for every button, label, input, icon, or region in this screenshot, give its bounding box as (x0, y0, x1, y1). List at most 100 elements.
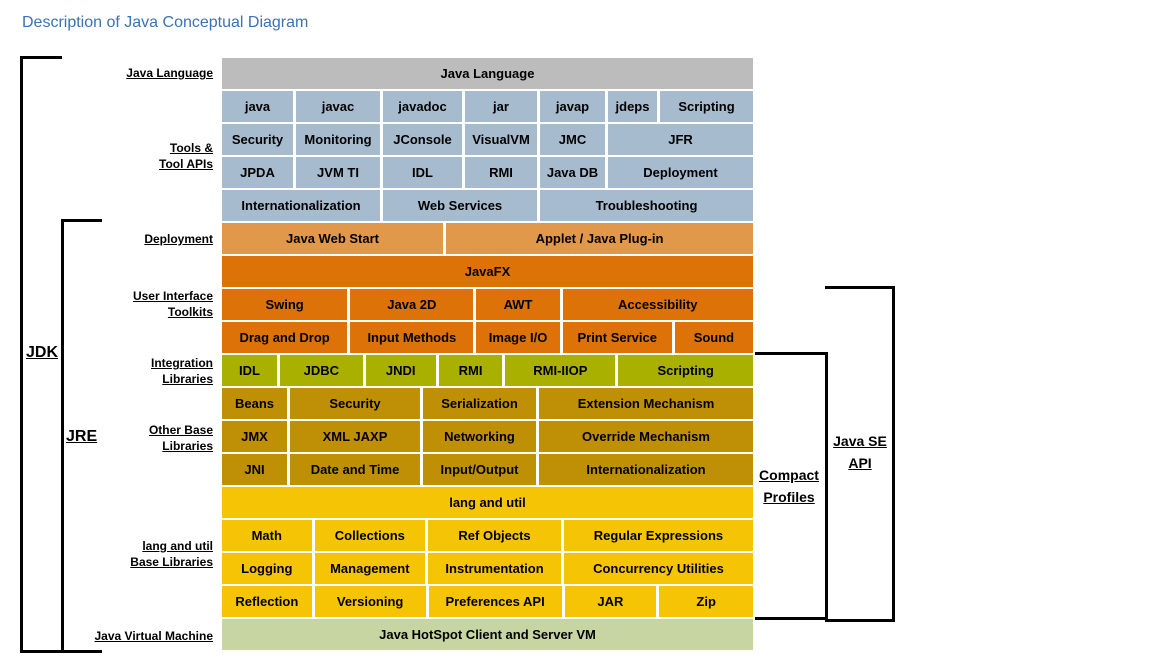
cell-jni[interactable]: JNI (222, 454, 287, 485)
cell-security[interactable]: Security (222, 124, 293, 155)
cell-awt[interactable]: AWT (476, 289, 560, 320)
cell-javac[interactable]: javac (296, 91, 380, 122)
cell-reflection[interactable]: Reflection (222, 586, 312, 617)
cell-preferences-api[interactable]: Preferences API (428, 586, 562, 617)
cell-jfr[interactable]: JFR (608, 124, 753, 155)
cell-swing[interactable]: Swing (222, 289, 348, 320)
cell-accessibility[interactable]: Accessibility (562, 289, 753, 320)
cell-jar[interactable]: JAR (564, 586, 657, 617)
cell-java-language[interactable]: Java Language (222, 58, 753, 89)
cell-internationalization[interactable]: Internationalization (539, 454, 753, 485)
cell-logging[interactable]: Logging (222, 553, 312, 584)
cell-javafx[interactable]: JavaFX (222, 256, 753, 287)
label-java-virtual-machine[interactable]: Java Virtual Machine (94, 629, 214, 643)
cell-jndi[interactable]: JNDI (365, 355, 436, 386)
jdk-bracket-vertical (20, 56, 23, 653)
cell-image-i-o[interactable]: Image I/O (476, 322, 560, 353)
cell-jvm-ti[interactable]: JVM TI (296, 157, 380, 188)
cell-date-and-time[interactable]: Date and Time (290, 454, 420, 485)
jre-bracket-vertical (61, 219, 64, 653)
cell-java[interactable]: java (222, 91, 293, 122)
cell-concurrency-utilities[interactable]: Concurrency Utilities (563, 553, 754, 584)
cell-scripting[interactable]: Scripting (660, 91, 753, 122)
cell-idl[interactable]: IDL (222, 355, 277, 386)
cell-instrumentation[interactable]: Instrumentation (428, 553, 561, 584)
cell-internationalization[interactable]: Internationalization (222, 190, 380, 221)
cell-web-services[interactable]: Web Services (383, 190, 537, 221)
cell-scripting[interactable]: Scripting (618, 355, 753, 386)
cell-lang-and-util[interactable]: lang and util (222, 487, 753, 518)
label-java-language[interactable]: Java Language (126, 66, 213, 80)
cell-rmi[interactable]: RMI (465, 157, 537, 188)
cell-serialization[interactable]: Serialization (423, 388, 536, 419)
jre-bracket-bottom (61, 650, 102, 653)
cell-xml-jaxp[interactable]: XML JAXP (290, 421, 420, 452)
cell-rmi-iiop[interactable]: RMI-IIOP (505, 355, 616, 386)
cell-troubleshooting[interactable]: Troubleshooting (540, 190, 753, 221)
cell-beans[interactable]: Beans (222, 388, 287, 419)
cell-math[interactable]: Math (222, 520, 312, 551)
cell-jmx[interactable]: JMX (222, 421, 287, 452)
cell-monitoring[interactable]: Monitoring (296, 124, 380, 155)
grid-row-0: Java Language (222, 58, 753, 89)
cell-applet-java-plug-in[interactable]: Applet / Java Plug-in (446, 223, 753, 254)
cell-jpda[interactable]: JPDA (222, 157, 293, 188)
jdk-label[interactable]: JDK (26, 344, 59, 361)
cell-javap[interactable]: javap (540, 91, 605, 122)
cell-jdeps[interactable]: jdeps (608, 91, 657, 122)
java-se-api-bracket-top (825, 286, 895, 289)
cell-java-hotspot-client-and-server-vm[interactable]: Java HotSpot Client and Server VM (222, 619, 753, 650)
jre-label[interactable]: JRE (66, 428, 98, 445)
cell-java-db[interactable]: Java DB (540, 157, 605, 188)
cell-jmc[interactable]: JMC (540, 124, 605, 155)
java-se-api-bracket-vertical (892, 286, 895, 622)
cell-networking[interactable]: Networking (423, 421, 536, 452)
grid-row-6: JavaFX (222, 256, 753, 287)
label-deployment[interactable]: Deployment (144, 232, 213, 246)
cell-regular-expressions[interactable]: Regular Expressions (563, 520, 754, 551)
cell-ref-objects[interactable]: Ref Objects (428, 520, 561, 551)
cell-visualvm[interactable]: VisualVM (465, 124, 537, 155)
cell-input-methods[interactable]: Input Methods (350, 322, 474, 353)
cell-jconsole[interactable]: JConsole (383, 124, 462, 155)
cell-jdbc[interactable]: JDBC (279, 355, 363, 386)
label-tools-tool-apis[interactable]: Tools &Tool APIs (159, 141, 213, 171)
description-link[interactable]: Description of Java Conceptual Diagram (22, 14, 309, 31)
cell-zip[interactable]: Zip (659, 586, 753, 617)
cell-extension-mechanism[interactable]: Extension Mechanism (539, 388, 753, 419)
cell-idl[interactable]: IDL (383, 157, 462, 188)
cell-management[interactable]: Management (314, 553, 426, 584)
compact-profiles-bracket-vertical (825, 352, 828, 620)
java-se-api-bracket-bottom (825, 619, 895, 622)
cell-drag-and-drop[interactable]: Drag and Drop (222, 322, 348, 353)
cell-collections[interactable]: Collections (314, 520, 426, 551)
cell-java-web-start[interactable]: Java Web Start (222, 223, 443, 254)
cell-jar[interactable]: jar (465, 91, 537, 122)
cell-input-output[interactable]: Input/Output (423, 454, 536, 485)
cell-print-service[interactable]: Print Service (562, 322, 672, 353)
jdk-bracket-top (20, 56, 62, 59)
cell-override-mechanism[interactable]: Override Mechanism (539, 421, 753, 452)
cell-rmi[interactable]: RMI (438, 355, 503, 386)
cell-java-2d[interactable]: Java 2D (350, 289, 474, 320)
cell-sound[interactable]: Sound (674, 322, 753, 353)
cell-versioning[interactable]: Versioning (314, 586, 426, 617)
cell-deployment[interactable]: Deployment (608, 157, 753, 188)
cell-javadoc[interactable]: javadoc (383, 91, 462, 122)
cell-security[interactable]: Security (290, 388, 420, 419)
